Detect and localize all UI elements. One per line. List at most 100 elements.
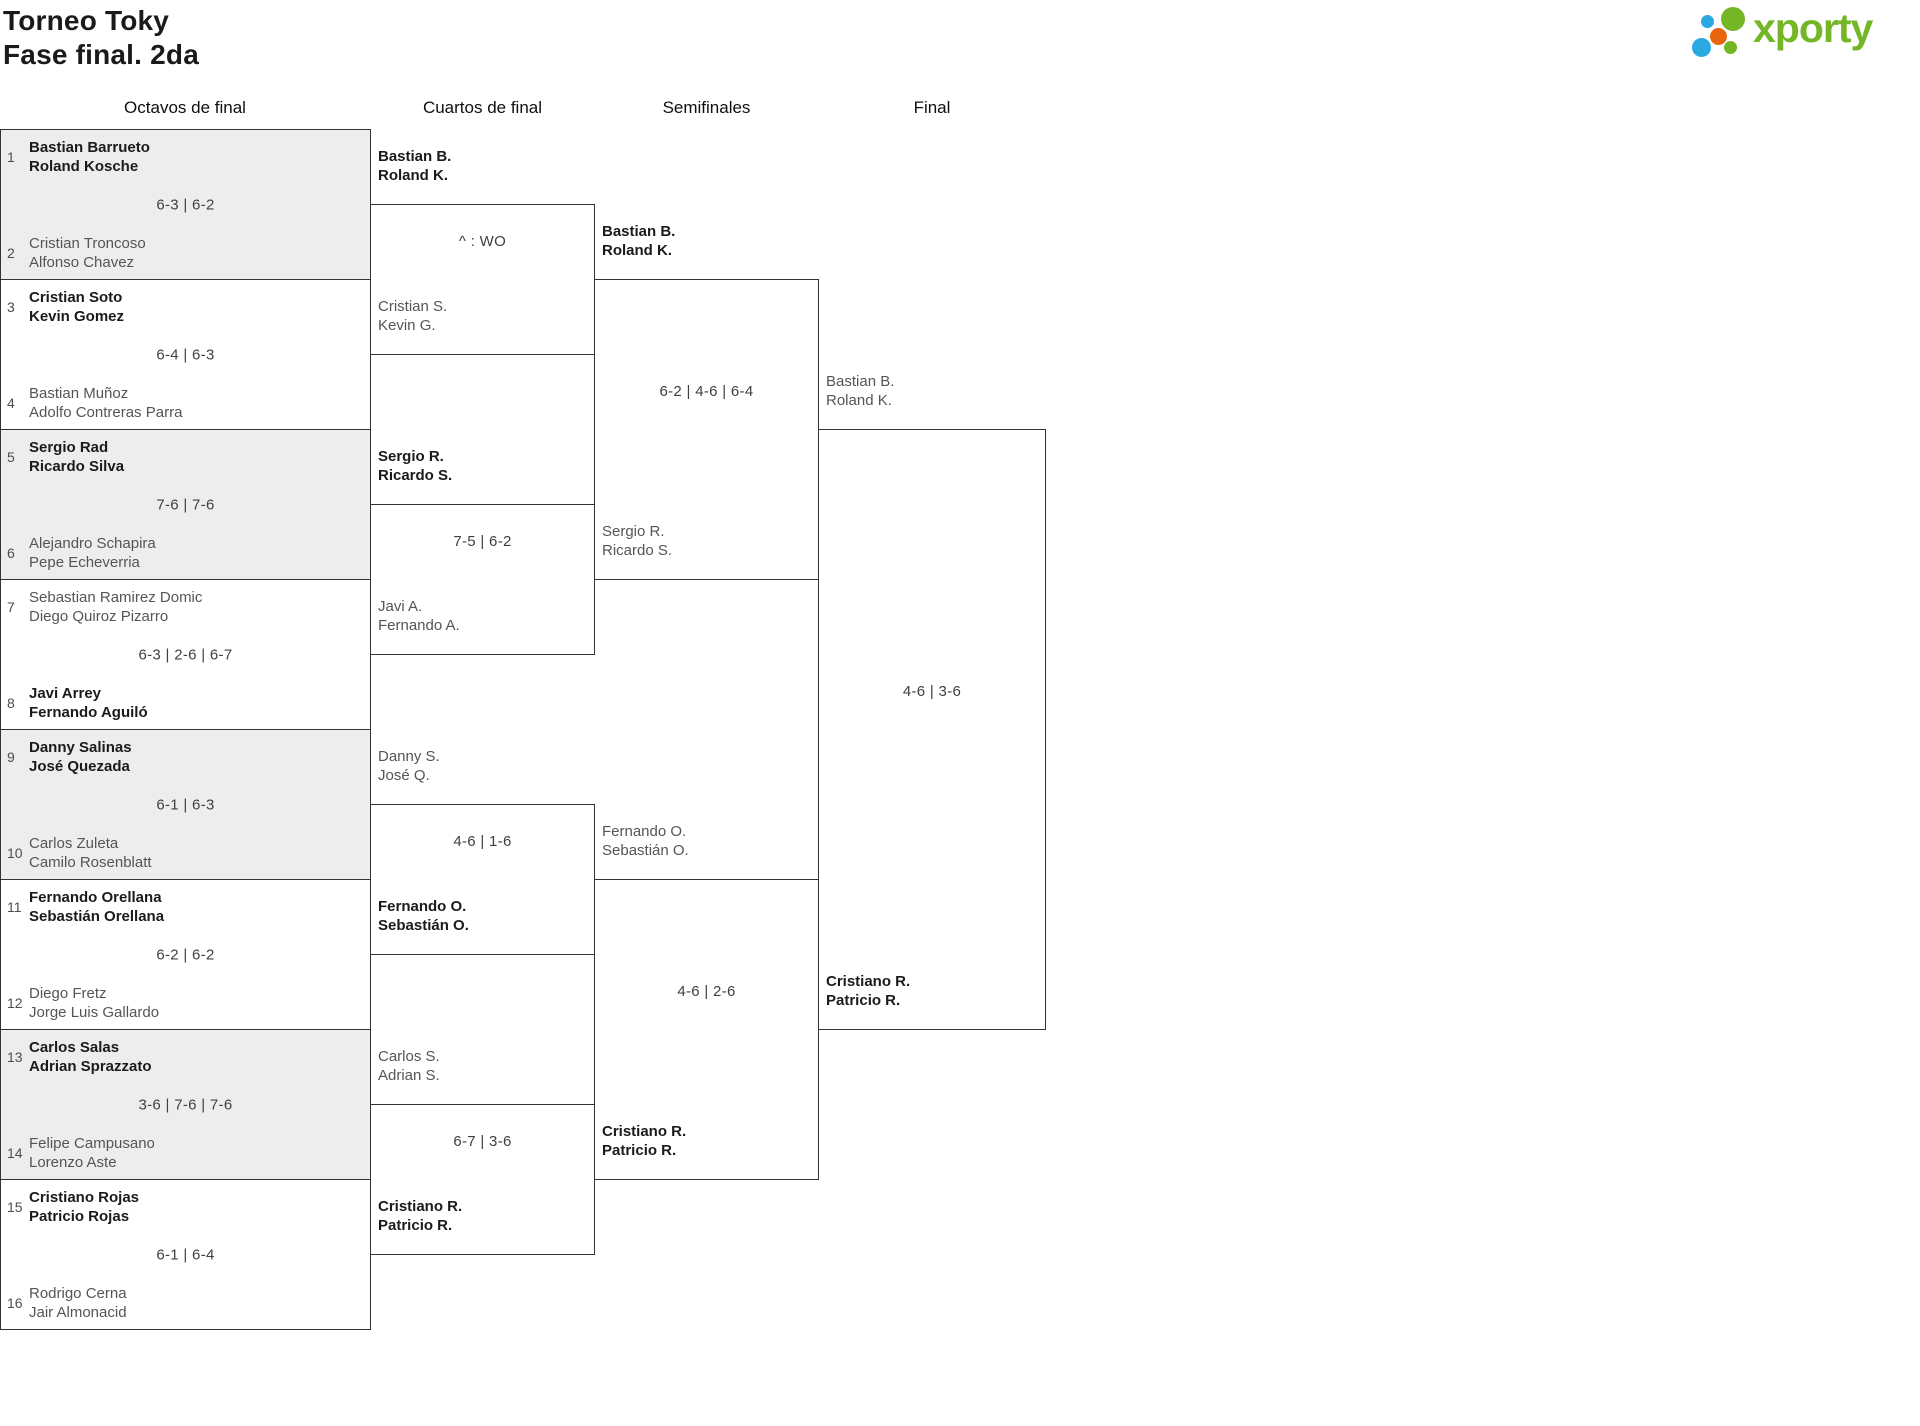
player-name: José Quezada xyxy=(29,758,130,775)
team-row: 12 Diego Fretz Jorge Luis Gallardo xyxy=(1,984,159,1022)
team-names: Sergio Rad Ricardo Silva xyxy=(29,438,124,476)
match-box-r16-8[interactable]: 15 Cristiano Rojas Patricio Rojas 6-1 | … xyxy=(0,1179,371,1330)
seed-number: 1 xyxy=(7,149,15,165)
match-box-r16-5[interactable]: 9 Danny Salinas José Quezada 6-1 | 6-3 1… xyxy=(0,729,371,880)
match-box-final[interactable] xyxy=(818,429,1046,1030)
team-row: 11 Fernando Orellana Sebastián Orellana xyxy=(1,888,164,926)
player-name: Sebastian Ramirez Domic xyxy=(29,589,203,606)
match-box-r16-7[interactable]: 13 Carlos Salas Adrian Sprazzato 3-6 | 7… xyxy=(0,1029,371,1180)
match-box-r16-3[interactable]: 5 Sergio Rad Ricardo Silva 7-6 | 7-6 6 A… xyxy=(0,429,371,580)
participant-label: Danny S. José Q. xyxy=(378,748,440,784)
team-row: 5 Sergio Rad Ricardo Silva xyxy=(1,438,124,476)
seed-number: 12 xyxy=(7,995,23,1011)
seed-number: 10 xyxy=(7,845,23,861)
player-name: Sebastián Orellana xyxy=(29,908,165,925)
seed-number: 15 xyxy=(7,1199,23,1215)
player-name: Carlos Zuleta xyxy=(29,835,119,852)
team-names: Javi Arrey Fernando Aguiló xyxy=(29,684,148,722)
logo-dot-green-large-icon xyxy=(1721,7,1745,31)
seed-number: 5 xyxy=(7,449,15,465)
seed-number: 14 xyxy=(7,1145,23,1161)
match-score: 6-7 | 3-6 xyxy=(453,1133,512,1150)
round-header-final: Final xyxy=(913,98,951,117)
team-names: Bastian Muñoz Adolfo Contreras Parra xyxy=(29,384,182,422)
team-row: 13 Carlos Salas Adrian Sprazzato xyxy=(1,1038,152,1076)
match-score: 6-2 | 6-2 xyxy=(156,946,215,963)
team-row: 7 Sebastian Ramirez Domic Diego Quiroz P… xyxy=(1,588,202,626)
player-name: Javi Arrey xyxy=(29,685,101,702)
team-row: 2 Cristian Troncoso Alfonso Chavez xyxy=(1,234,146,272)
player-name: Cristiano Rojas xyxy=(29,1189,140,1206)
player-name: Fernando Orellana xyxy=(29,889,162,906)
team-row: 3 Cristian Soto Kevin Gomez xyxy=(1,288,124,326)
team-names: Bastian Barrueto Roland Kosche xyxy=(29,138,150,176)
player-name: Carlos Salas xyxy=(29,1039,120,1056)
match-box-r16-1[interactable]: 1 Bastian Barrueto Roland Kosche 6-3 | 6… xyxy=(0,129,371,280)
player-name: Danny Salinas xyxy=(29,739,132,756)
match-box-r16-2[interactable]: 3 Cristian Soto Kevin Gomez 6-4 | 6-3 4 … xyxy=(0,279,371,430)
match-score: 4-6 | 1-6 xyxy=(453,833,512,850)
team-names: Cristian Soto Kevin Gomez xyxy=(29,288,124,326)
player-name: Adrian Sprazzato xyxy=(29,1058,152,1075)
team-names: Cristiano Rojas Patricio Rojas xyxy=(29,1188,139,1226)
player-name: Bastian Muñoz xyxy=(29,385,129,402)
player-name: Diego Quiroz Pizarro xyxy=(29,608,169,625)
logo-dot-green-small-icon xyxy=(1724,41,1737,54)
logo-dot-blue-large-icon xyxy=(1692,38,1711,57)
participant-label: Fernando O. Sebastián O. xyxy=(602,823,689,859)
match-score: 7-6 | 7-6 xyxy=(156,496,215,513)
player-name: Lorenzo Aste xyxy=(29,1154,117,1171)
seed-number: 6 xyxy=(7,545,15,561)
participant-label: Bastian B. Roland K. xyxy=(602,223,676,259)
seed-number: 2 xyxy=(7,245,15,261)
round-header-semifinales: Semifinales xyxy=(662,98,751,117)
team-row: 4 Bastian Muñoz Adolfo Contreras Parra xyxy=(1,384,182,422)
participant-label: Cristiano R. Patricio R. xyxy=(602,1123,687,1159)
team-names: Alejandro Schapira Pepe Echeverria xyxy=(29,534,156,572)
team-row: 14 Felipe Campusano Lorenzo Aste xyxy=(1,1134,155,1172)
team-names: Danny Salinas José Quezada xyxy=(29,738,132,776)
seed-number: 13 xyxy=(7,1049,23,1065)
xporty-logo[interactable]: xporty xyxy=(1690,5,1920,60)
participant-label: Bastian B. Roland K. xyxy=(378,148,452,184)
seed-number: 7 xyxy=(7,599,15,615)
match-box-r16-6[interactable]: 11 Fernando Orellana Sebastián Orellana … xyxy=(0,879,371,1030)
team-row: 16 Rodrigo Cerna Jair Almonacid xyxy=(1,1284,127,1322)
team-row: 8 Javi Arrey Fernando Aguiló xyxy=(1,684,148,722)
participant-label: Sergio R. Ricardo S. xyxy=(602,523,673,559)
team-names: Carlos Salas Adrian Sprazzato xyxy=(29,1038,152,1076)
player-name: Camilo Rosenblatt xyxy=(29,854,152,871)
participant-label: Javi A. Fernando A. xyxy=(378,598,460,634)
logo-dot-blue-small-icon xyxy=(1701,15,1714,28)
match-box-r16-4[interactable]: 7 Sebastian Ramirez Domic Diego Quiroz P… xyxy=(0,579,371,730)
logo-dot-orange-icon xyxy=(1710,28,1727,45)
participant-label: Fernando O. Sebastián O. xyxy=(378,898,469,934)
player-name: Pepe Echeverria xyxy=(29,554,140,571)
seed-number: 4 xyxy=(7,395,15,411)
round-header-octavos: Octavos de final xyxy=(124,98,246,117)
team-row: 10 Carlos Zuleta Camilo Rosenblatt xyxy=(1,834,152,872)
player-name: Roland Kosche xyxy=(29,158,139,175)
player-name: Diego Fretz xyxy=(29,985,107,1002)
seed-number: 8 xyxy=(7,695,15,711)
seed-number: 11 xyxy=(7,899,22,915)
seed-number: 3 xyxy=(7,299,15,315)
participant-label: Cristiano R. Patricio R. xyxy=(826,973,911,1009)
participant-label: Carlos S. Adrian S. xyxy=(378,1048,440,1084)
seed-number: 16 xyxy=(7,1295,23,1311)
match-score: 6-1 | 6-3 xyxy=(156,796,215,813)
team-names: Felipe Campusano Lorenzo Aste xyxy=(29,1134,155,1172)
match-score: ^ : WO xyxy=(458,233,507,250)
player-name: Patricio Rojas xyxy=(29,1208,130,1225)
player-name: Sergio Rad xyxy=(29,439,109,456)
team-names: Cristian Troncoso Alfonso Chavez xyxy=(29,234,146,272)
participant-label: Bastian B. Roland K. xyxy=(826,373,895,409)
player-name: Bastian Barrueto xyxy=(29,139,150,156)
match-score: 4-6 | 3-6 xyxy=(902,683,962,700)
seed-number: 9 xyxy=(7,749,15,765)
player-name: Adolfo Contreras Parra xyxy=(29,404,183,421)
match-score: 6-3 | 6-2 xyxy=(156,196,215,213)
player-name: Fernando Aguiló xyxy=(29,704,148,721)
match-score: 4-6 | 2-6 xyxy=(677,983,736,1000)
player-name: Felipe Campusano xyxy=(29,1135,155,1152)
